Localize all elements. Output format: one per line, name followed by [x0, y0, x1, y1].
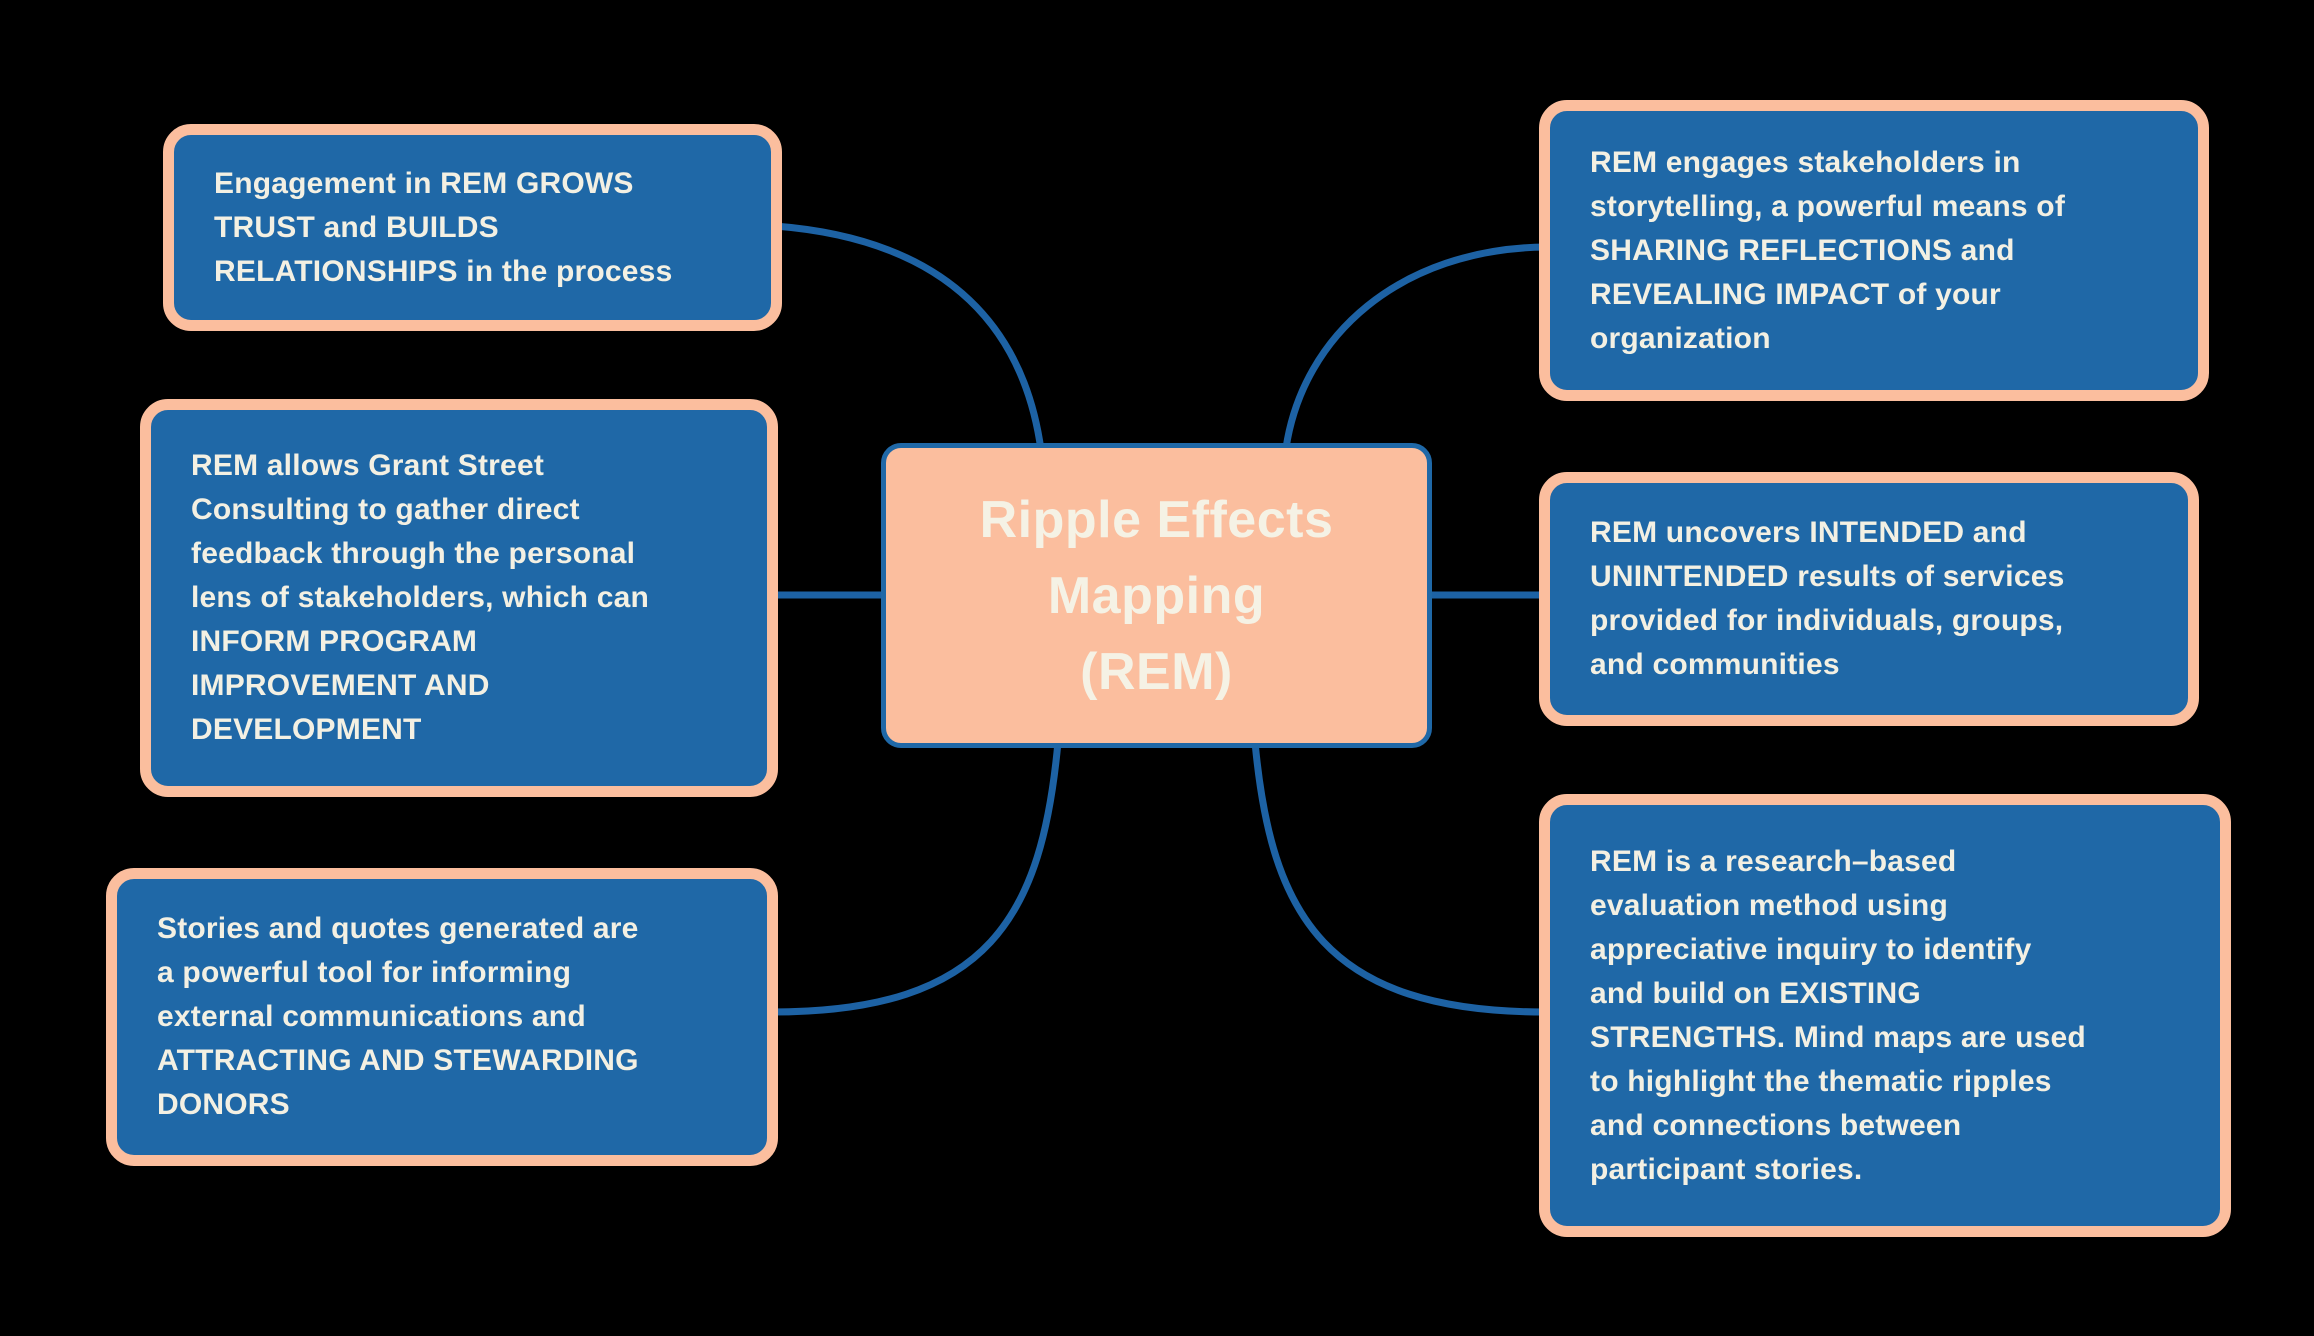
node-bottom-right-text: REM is a research–based evaluation metho…: [1590, 844, 2086, 1186]
node-top-left: Engagement in REM GROWS TRUST and BUILDS…: [163, 124, 782, 331]
node-center: Ripple Effects Mapping (REM): [881, 443, 1432, 748]
node-top-right: REM engages stakeholders in storytelling…: [1539, 100, 2209, 401]
connector-top-right: [1282, 243, 1549, 452]
node-top-left-text: Engagement in REM GROWS TRUST and BUILDS…: [214, 166, 673, 288]
node-bottom-right: REM is a research–based evaluation metho…: [1539, 794, 2231, 1237]
node-bottom-left: Stories and quotes generated are a power…: [106, 868, 778, 1166]
connector-top-left: [771, 222, 1045, 454]
node-bottom-left-text: Stories and quotes generated are a power…: [157, 912, 639, 1121]
center-title: Ripple Effects Mapping (REM): [979, 490, 1334, 701]
node-middle-right-text: REM uncovers INTENDED and UNINTENDED res…: [1590, 516, 2065, 681]
node-middle-right: REM uncovers INTENDED and UNINTENDED res…: [1539, 472, 2199, 726]
node-middle-left: REM allows Grant Street Consulting to ga…: [140, 399, 778, 797]
node-middle-left-text: REM allows Grant Street Consulting to ga…: [191, 449, 650, 746]
connector-bottom-right: [1251, 738, 1549, 1016]
connector-bottom-left: [768, 738, 1062, 1016]
node-top-right-text: REM engages stakeholders in storytelling…: [1590, 145, 2066, 355]
